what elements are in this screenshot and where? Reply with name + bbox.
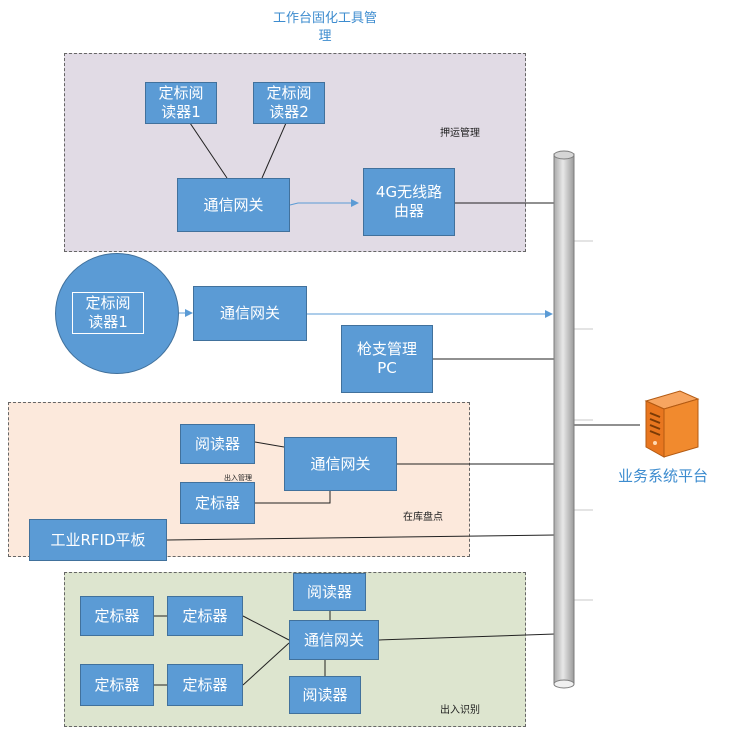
backbone-bus [553,150,575,689]
inventory-small-label: 出入管理 [224,474,252,482]
escort-gateway: 通信网关 [177,178,290,232]
wireless-router: 4G无线路 由器 [363,168,455,236]
server-icon [640,385,702,461]
inventory-reader: 阅读器 [180,424,255,464]
escort-calibration-reader-1: 定标阅 读器1 [145,82,217,124]
calibration-reader-circle [55,253,179,374]
inventory-gateway: 通信网关 [284,437,397,491]
access-reader-bottom: 阅读器 [289,676,361,714]
access-locator-3: 定标器 [80,664,154,706]
gun-management-pc: 枪支管理 PC [341,325,433,393]
escort-group-label: 押运管理 [440,128,480,139]
access-locator-4: 定标器 [167,664,243,706]
page-title: 工作台固化工具管 理 [272,11,377,44]
access-locator-1: 定标器 [80,596,154,636]
inventory-links [166,358,556,541]
access-links [154,610,556,686]
access-reader-top: 阅读器 [293,573,366,611]
inventory-group-label: 在库盘点 [403,512,443,523]
bus-taps [573,240,593,601]
access-gateway: 通信网关 [289,620,379,660]
access-group-label: 出入识别 [440,705,480,716]
industrial-rfid-tablet: 工业RFID平板 [29,519,167,561]
access-locator-2: 定标器 [167,596,243,636]
business-platform-label: 业务系统平台 [618,467,709,485]
circle-calibration-reader: 定标阅 读器1 [72,292,144,334]
inventory-locator: 定标器 [180,482,255,524]
escort-calibration-reader-2: 定标阅 读器2 [253,82,325,124]
middle-gateway: 通信网关 [193,286,307,341]
escort-links [189,122,555,204]
gateway-router-arrow [289,199,359,207]
